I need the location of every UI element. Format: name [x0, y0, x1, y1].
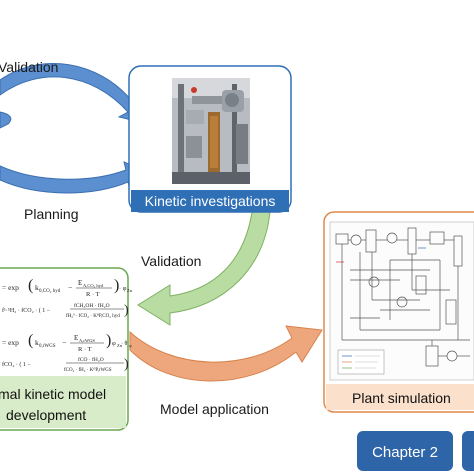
svg-text:(: ( — [28, 332, 33, 349]
svg-text:f¹·⁵H₂ · fCO₂ · ( 1 −: f¹·⁵H₂ · fCO₂ · ( 1 − — [2, 307, 51, 314]
rate-equation-rwgs: = exp ( k 0,rWGS − E A,rWGS R · T ) φ Zn… — [2, 332, 132, 373]
kinetic-investigations-panel: Kinetic investigations — [128, 65, 292, 213]
chapter-2-label[interactable]: Chapter 2 — [372, 444, 438, 461]
svg-text:0,CO₂ hyd: 0,CO₂ hyd — [39, 289, 61, 294]
rate-equation-co2-hydrogenation: = exp ( k 0,CO₂ hyd − E A,CO₂ hyd R · T … — [2, 277, 133, 319]
svg-text:k: k — [35, 283, 39, 292]
kinetic-model-title-line1: mal kinetic model — [0, 386, 106, 402]
svg-text:· θ: · θ — [121, 341, 127, 347]
svg-text:k: k — [35, 338, 39, 347]
validation-arrow-green — [137, 211, 271, 326]
svg-text:A,rWGS: A,rWGS — [79, 338, 95, 344]
validation-label-top: Validation — [0, 59, 58, 75]
validation-label-mid: Validation — [141, 253, 201, 269]
svg-text:fCH₃OH · fH₂O: fCH₃OH · fH₂O — [74, 302, 110, 309]
plant-simulation-title: Plant simulation — [352, 390, 451, 406]
svg-text:−: − — [62, 338, 66, 347]
next-chapter-button-partial[interactable] — [462, 431, 474, 471]
kinetic-model-panel: mal kinetic model development = exp ( k … — [0, 267, 133, 431]
svg-text:−: − — [68, 283, 72, 292]
svg-text:A,CO₂ hyd: A,CO₂ hyd — [83, 283, 104, 289]
kinetic-investigations-banner — [131, 190, 289, 212]
svg-text:): ) — [114, 277, 119, 294]
svg-text:R · T: R · T — [86, 291, 100, 298]
model-application-label: Model application — [160, 401, 269, 417]
svg-text:): ) — [124, 357, 129, 372]
svg-text:E: E — [78, 279, 82, 287]
svg-text:): ) — [106, 332, 111, 349]
svg-text:(: ( — [28, 277, 33, 294]
svg-text:E: E — [74, 334, 78, 342]
kinetic-model-title-line2: development — [6, 407, 86, 423]
validation-arrow-left-stub — [0, 111, 12, 129]
svg-text:fH₂³ · fCO₂ · K⁰P,CO₂ hyd: fH₂³ · fCO₂ · K⁰P,CO₂ hyd — [66, 313, 120, 319]
planning-label: Planning — [24, 206, 79, 222]
svg-text:= exp: = exp — [2, 283, 19, 292]
lab-setup-photo — [172, 78, 250, 184]
process-flowsheet — [329, 221, 474, 381]
svg-text:fCO₂ · fH₂ · K⁰P,rWGS: fCO₂ · fH₂ · K⁰P,rWGS — [64, 367, 112, 373]
svg-text:): ) — [124, 303, 129, 318]
model-application-arrow — [129, 325, 323, 382]
svg-text:= exp: = exp — [2, 338, 19, 347]
svg-text:φ: φ — [129, 343, 132, 348]
kinetic-investigations-title: Kinetic investigations — [145, 193, 276, 209]
svg-text:Zn: Zn — [117, 343, 123, 348]
svg-text:φ: φ — [112, 340, 116, 347]
chapter-2-button[interactable]: Chapter 2 — [357, 431, 453, 471]
svg-text:fCO₂ · ( 1 −: fCO₂ · ( 1 − — [2, 361, 31, 368]
svg-text:R · T: R · T — [78, 346, 92, 353]
svg-text:· φ: · φ — [119, 285, 127, 292]
svg-text:fCO · fH₂O: fCO · fH₂O — [78, 356, 104, 363]
plant-simulation-panel: Plant simulation — [323, 211, 474, 413]
svg-text:0,rWGS: 0,rWGS — [39, 344, 56, 349]
svg-text:Zn: Zn — [127, 288, 133, 293]
